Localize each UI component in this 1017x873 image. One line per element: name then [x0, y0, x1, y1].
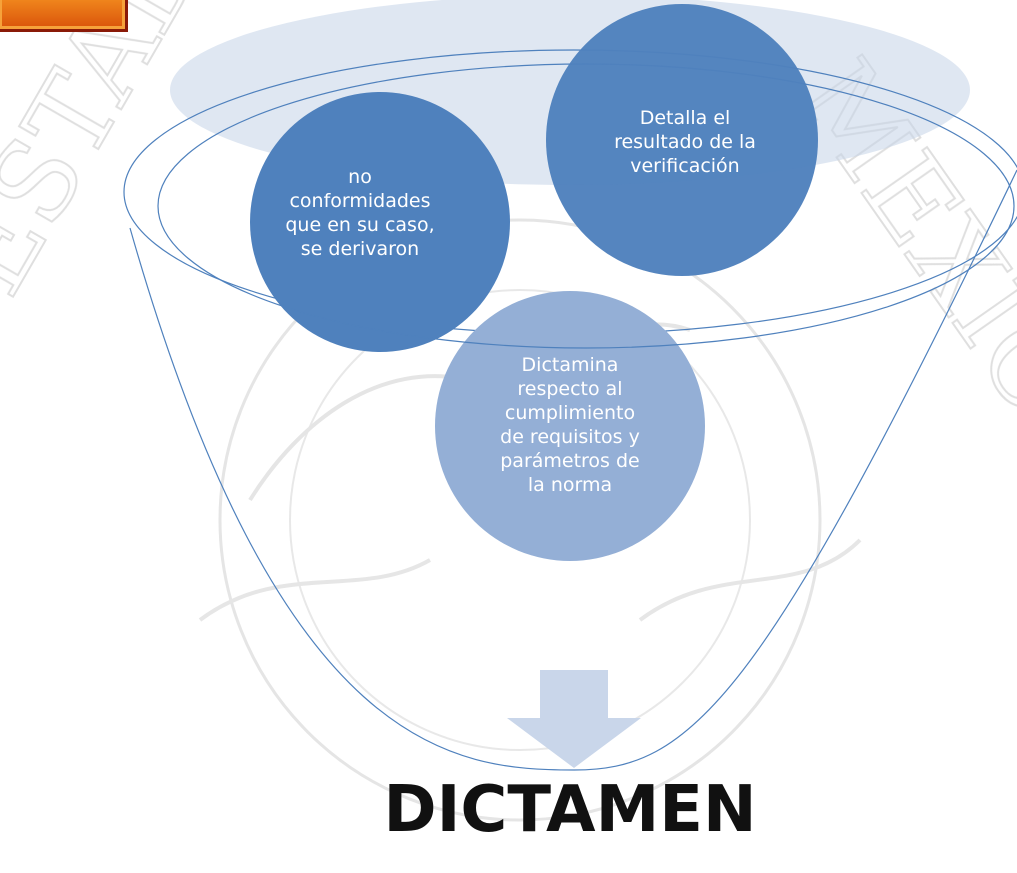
dictamina-text: Dictamina respecto al cumplimiento de re… [500, 354, 640, 496]
circle-result [546, 4, 818, 276]
funnel-outline [129, 169, 1017, 771]
funnel-inner-rim [157, 63, 1015, 349]
circle-dictamina [435, 291, 705, 561]
down-arrow-icon [507, 670, 641, 768]
page-title: DICTAMEN [383, 773, 757, 847]
circle-nonconformities [250, 92, 510, 352]
result-text: Detalla el resultado de la verificación [614, 107, 756, 177]
nav-button[interactable] [0, 0, 128, 32]
nonconformities-text: no conformidades que en su caso, se deri… [285, 166, 435, 260]
